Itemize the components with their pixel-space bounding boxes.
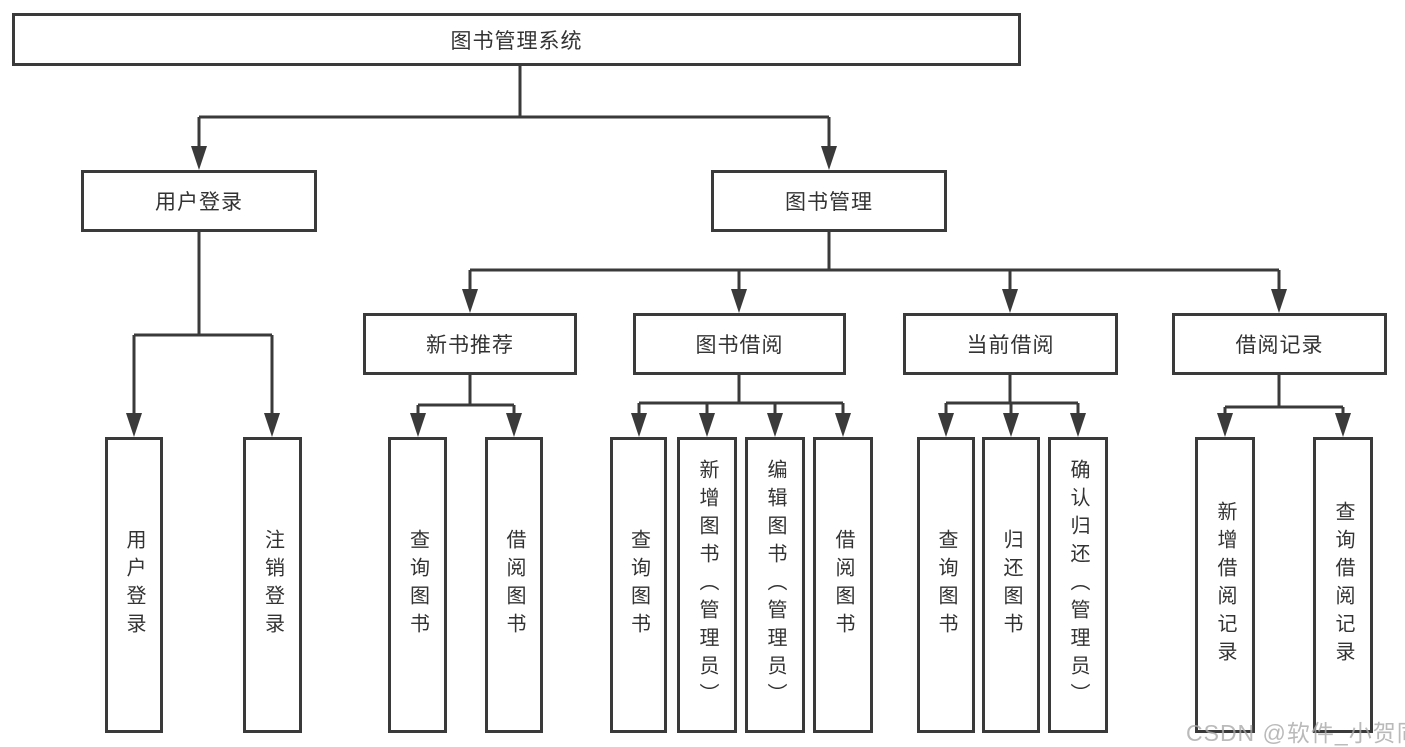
leaf-label: 借阅图书 [832, 529, 854, 641]
leaf-label: 编辑图书（管理员） [764, 459, 786, 711]
arrowhead-icon [835, 413, 851, 437]
leaf-borrow-borrow-book: 借阅图书 [813, 437, 873, 733]
node-label: 图书管理 [785, 191, 873, 214]
arrowhead-icon [1335, 413, 1351, 437]
arrowhead-icon [191, 146, 207, 170]
node-borrow-records: 借阅记录 [1172, 313, 1387, 375]
leaf-borrow-query-book: 查询图书 [610, 437, 667, 733]
leaf-borrow-add-book-admin: 新增图书（管理员） [677, 437, 737, 733]
arrowhead-icon [938, 413, 954, 437]
leaf-current-query-book: 查询图书 [917, 437, 975, 733]
arrowhead-icon [1003, 413, 1019, 437]
node-label: 用户登录 [155, 191, 243, 214]
leaf-borrow-edit-book-admin: 编辑图书（管理员） [745, 437, 805, 733]
leaf-label: 查询图书 [627, 529, 650, 641]
arrowhead-icon [767, 413, 783, 437]
arrowhead-icon [699, 413, 715, 437]
arrowhead-icon [731, 289, 747, 313]
arrowhead-icon [1070, 413, 1086, 437]
node-label: 当前借阅 [966, 334, 1055, 357]
leaf-records-query-record: 查询借阅记录 [1313, 437, 1373, 733]
leaf-label: 新增借阅记录 [1214, 501, 1236, 669]
node-book-borrow: 图书借阅 [633, 313, 846, 375]
arrowhead-icon [821, 146, 837, 170]
node-system-root: 图书管理系统 [12, 13, 1021, 66]
node-user-login: 用户登录 [81, 170, 317, 232]
watermark: CSDN @软件_小贺同学 [1186, 720, 1405, 746]
leaf-label: 注销登录 [261, 529, 284, 641]
node-current-borrow: 当前借阅 [903, 313, 1118, 375]
leaf-recommend-borrow-book: 借阅图书 [485, 437, 543, 733]
arrowhead-icon [462, 289, 478, 313]
leaf-label: 借阅图书 [503, 529, 525, 641]
leaf-recommend-query-book: 查询图书 [388, 437, 447, 733]
leaf-label: 查询图书 [406, 529, 429, 641]
node-label: 图书管理系统 [450, 29, 583, 53]
connector-root [191, 66, 837, 170]
arrowhead-icon [1217, 413, 1233, 437]
leaf-label: 确认归还（管理员） [1067, 459, 1089, 711]
arrowhead-icon [506, 413, 522, 437]
node-label: 图书借阅 [695, 334, 784, 357]
arrowhead-icon [1002, 289, 1018, 313]
leaf-label: 查询图书 [935, 529, 957, 641]
arrowhead-icon [1271, 289, 1287, 313]
leaf-user-login: 用户登录 [105, 437, 163, 733]
connector-user-login [126, 232, 280, 437]
arrowhead-icon [264, 413, 280, 437]
connector-current-borrow [938, 375, 1086, 437]
node-new-book-recommend: 新书推荐 [363, 313, 577, 375]
arrowhead-icon [126, 413, 142, 437]
leaf-logout: 注销登录 [243, 437, 302, 733]
connector-book-borrow [631, 375, 851, 437]
leaf-label: 归还图书 [1000, 529, 1022, 641]
arrowhead-icon [410, 413, 426, 437]
leaf-label: 查询借阅记录 [1332, 501, 1354, 669]
connector-borrow-records [1217, 375, 1351, 437]
leaf-current-return-book: 归还图书 [982, 437, 1040, 733]
node-label: 新书推荐 [426, 334, 514, 357]
leaf-records-add-record: 新增借阅记录 [1195, 437, 1255, 733]
leaf-current-confirm-return-admin: 确认归还（管理员） [1048, 437, 1108, 733]
connector-book-management [462, 232, 1287, 313]
arrowhead-icon [631, 413, 647, 437]
leaf-label: 用户登录 [123, 529, 145, 641]
connector-new-book-recommend [410, 375, 522, 437]
node-book-management: 图书管理 [711, 170, 947, 232]
leaf-label: 新增图书（管理员） [696, 459, 718, 711]
node-label: 借阅记录 [1235, 334, 1324, 357]
